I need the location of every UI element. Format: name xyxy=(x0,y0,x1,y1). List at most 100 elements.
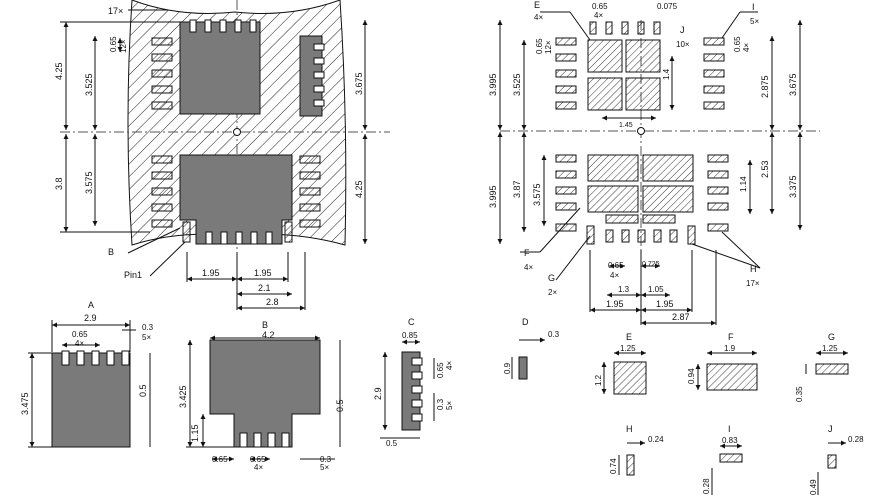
detail-g-title: G xyxy=(828,332,835,342)
detail-b-w: 4.2 xyxy=(262,330,275,340)
detail-j xyxy=(817,440,846,495)
detail-d-h: 0.9 xyxy=(503,362,512,374)
detail-d-labels: D 0.3 0.9 xyxy=(503,317,560,374)
detail-h-h: 0.74 xyxy=(609,458,618,474)
dim-left-lower-outer: 3.995 xyxy=(488,185,498,208)
count-i: 5× xyxy=(750,17,759,26)
detail-c-h: 2.9 xyxy=(373,387,383,400)
dim-lower-inner: 3.575 xyxy=(84,171,94,194)
top-left-labels: 17× 4.25 3.8 3.525 3.575 0.65 12× 3.675 … xyxy=(54,6,364,307)
detail-f-labels: F 1.9 0.94 xyxy=(687,332,736,384)
left-upper-pads xyxy=(151,37,173,110)
dim-bottom-3: 2.1 xyxy=(258,283,271,293)
detail-f-w: 1.9 xyxy=(724,344,736,353)
dim-center-h2: 1.14 xyxy=(739,176,748,192)
detail-e-labels: E 1.25 1.2 xyxy=(594,332,636,386)
detail-j-title: J xyxy=(828,424,833,434)
detail-g-h: 0.35 xyxy=(795,386,804,402)
detail-j-labels: J 0.28 0.49 xyxy=(809,424,864,495)
dim-right-pitch: 0.65 xyxy=(733,36,742,52)
detail-i-title: I xyxy=(728,424,731,434)
detail-c-title: C xyxy=(408,317,415,327)
count-f: 4× xyxy=(524,263,533,272)
right-lower-pads xyxy=(299,155,321,228)
detail-b xyxy=(186,335,341,462)
detail-a-h: 3.475 xyxy=(20,392,30,415)
dim-left-lower-inner: 3.87 xyxy=(512,180,522,198)
label-j: J xyxy=(680,25,685,35)
top-left-view xyxy=(60,0,390,311)
detail-a-w: 2.9 xyxy=(84,313,97,323)
detail-i-labels: I 0.83 0.28 xyxy=(702,424,738,494)
detail-a-gap-count: 5× xyxy=(142,333,151,342)
dim-bottom-pitch: 0.65 xyxy=(608,261,624,270)
dim-top-gap: 0.075 xyxy=(657,2,678,11)
detail-g-labels: G 1.25 0.35 xyxy=(795,332,838,402)
count-h: 17× xyxy=(746,279,760,288)
top-right-view xyxy=(497,11,820,326)
detail-e xyxy=(601,350,647,395)
lower-main-pad xyxy=(179,154,293,245)
detail-a-count: 4× xyxy=(75,339,84,348)
detail-b-labels: B 4.2 3.425 1.15 0.5 0.65 0.65 4× 0.3 5× xyxy=(178,320,345,472)
detail-b-title: B xyxy=(262,320,268,330)
detail-h-labels: H 0.24 0.74 xyxy=(609,424,664,474)
dim-right-pitch-count: 4× xyxy=(742,43,751,52)
detail-c-count: 4× xyxy=(445,361,454,370)
center-upper-pads xyxy=(587,39,661,111)
dim-right-lower-inner: 2.53 xyxy=(760,160,770,178)
dim-center-h: 1.4 xyxy=(662,68,671,80)
detail-b-p2: 0.65 xyxy=(250,455,266,464)
detail-h-title: H xyxy=(626,424,633,434)
detail-b-p1: 0.65 xyxy=(212,455,228,464)
dim-bottom-b: 1.05 xyxy=(648,285,664,294)
detail-b-side: 1.15 xyxy=(190,424,200,442)
dim-bottom-pitch-count: 4× xyxy=(610,271,619,280)
dim-bottom-c: 1.95 xyxy=(606,299,624,309)
detail-i-w: 0.83 xyxy=(722,436,738,445)
detail-f-title: F xyxy=(728,332,734,342)
center-lower-pads xyxy=(587,154,694,224)
detail-i xyxy=(711,443,743,495)
count-g: 2× xyxy=(548,288,557,297)
detail-b-gap-count: 5× xyxy=(320,463,329,472)
count-17-label: 17× xyxy=(108,6,123,16)
dim-bottom-e: 2.87 xyxy=(672,312,690,322)
detail-f-h: 0.94 xyxy=(687,368,696,384)
detail-b-right: 0.5 xyxy=(335,399,345,412)
detail-h xyxy=(618,440,645,476)
detail-c-gap: 0.3 xyxy=(436,398,445,410)
dim-pitch-count: 12× xyxy=(119,39,128,53)
dim-right-upper-outer: 3.675 xyxy=(788,73,798,96)
detail-a xyxy=(28,320,151,448)
dim-left-upper-inner: 3.525 xyxy=(512,73,522,96)
upper-main-pad xyxy=(179,21,261,115)
dim-center-w: 1.45 xyxy=(619,122,633,129)
detail-j-w: 0.28 xyxy=(848,435,864,444)
detail-e-title: E xyxy=(626,332,632,342)
detail-d-w: 0.3 xyxy=(548,330,560,339)
label-i: I xyxy=(752,2,755,12)
dim-top-pitch-count: 4× xyxy=(594,11,603,20)
detail-a-title: A xyxy=(88,300,94,310)
dim-bottom-d: 1.95 xyxy=(656,299,674,309)
dim-total-top: 4.25 xyxy=(54,62,64,80)
detail-a-gap: 0.3 xyxy=(142,323,154,332)
detail-g-w: 1.25 xyxy=(822,344,838,353)
dim-right-upper: 3.675 xyxy=(354,72,364,95)
detail-c-bottom: 0.5 xyxy=(386,439,398,448)
detail-f xyxy=(695,350,758,391)
detail-b-h: 3.425 xyxy=(178,385,188,408)
top-right-labels: E 4× 0.65 4× 0.075 J 10× I 5× 0.65 12× 0… xyxy=(488,0,798,322)
dim-pitch: 0.65 xyxy=(109,36,118,52)
detail-d-title: D xyxy=(522,317,529,327)
detail-a-labels: A 2.9 0.65 4× 0.3 5× 3.475 0.5 xyxy=(20,300,154,415)
dim-bottom-small: 0.725 xyxy=(642,261,660,268)
detail-i-h: 0.28 xyxy=(702,478,711,494)
label-pin1: Pin1 xyxy=(124,270,142,280)
dim-bottom-1: 1.95 xyxy=(202,268,220,278)
detail-b-gap: 0.3 xyxy=(320,455,332,464)
dim-left-pitch: 0.65 xyxy=(535,38,544,54)
detail-c-gap-count: 5× xyxy=(445,401,454,410)
